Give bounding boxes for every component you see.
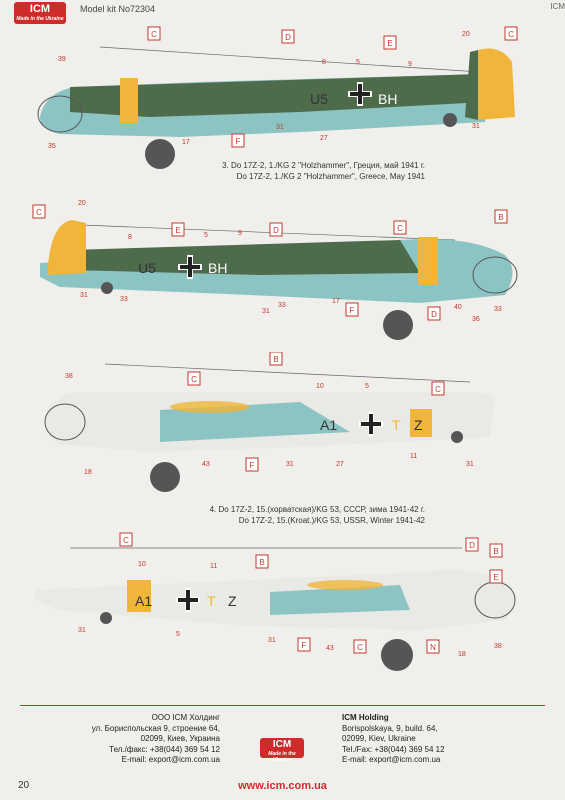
svg-text:40: 40: [454, 304, 462, 311]
svg-text:27: 27: [336, 461, 344, 468]
svg-text:8: 8: [128, 234, 132, 241]
profile-4-callout-boxes: C B D B F C N E: [119, 532, 503, 654]
svg-text:11: 11: [210, 563, 217, 570]
svg-text:N: N: [430, 643, 436, 652]
profile-3-caption: 4. Do 17Z-2, 15.(хорватская)/KG 53, СССР…: [209, 505, 425, 525]
footer-website-link[interactable]: www.icm.com.ua: [238, 780, 327, 792]
svg-text:D: D: [273, 226, 279, 235]
svg-text:D: D: [285, 33, 291, 42]
profile-1-callout-boxes: C D E C F: [147, 26, 518, 148]
svg-text:9: 9: [238, 230, 242, 237]
svg-text:18: 18: [84, 469, 92, 476]
svg-text:F: F: [350, 306, 355, 315]
svg-text:43: 43: [202, 461, 210, 468]
svg-text:C: C: [435, 385, 441, 394]
profile-4-code-a: A1: [135, 593, 152, 609]
svg-text:11: 11: [410, 453, 417, 460]
profile-4-callout-numbers: 10 11 31 5 31 43 18 38: [78, 561, 502, 658]
svg-text:B: B: [259, 558, 264, 567]
svg-text:20: 20: [78, 200, 86, 207]
profile-1-callout-numbers: 39 35 17 31 27 8 5 9 20 31: [48, 31, 480, 150]
profile-3-left-side: A1 T Z B C C F 38 18 43 10 5 27 11 31 31: [44, 352, 495, 492]
svg-text:20: 20: [462, 31, 470, 38]
svg-text:8: 8: [322, 59, 326, 66]
svg-text:C: C: [397, 224, 403, 233]
svg-text:31: 31: [80, 292, 88, 299]
svg-text:B: B: [498, 213, 503, 222]
svg-text:D: D: [431, 310, 437, 319]
svg-text:5: 5: [365, 383, 369, 390]
profile-4-code-c: Z: [228, 593, 237, 609]
svg-text:31: 31: [78, 627, 86, 634]
svg-text:33: 33: [278, 302, 286, 309]
svg-text:33: 33: [494, 306, 502, 313]
page-number: 20: [18, 780, 30, 791]
svg-text:D: D: [469, 541, 475, 550]
svg-text:F: F: [236, 137, 241, 146]
svg-text:C: C: [36, 208, 42, 217]
profile-1-code-a: U5: [310, 91, 328, 107]
profile-2-right-side: U5 BH C E D C B F D 20 8 5 9 31 33 31 33…: [32, 200, 518, 340]
svg-text:E: E: [493, 573, 498, 582]
profile-2-code-b: BH: [208, 260, 227, 276]
profile-2-code-a: U5: [138, 260, 156, 276]
svg-text:17: 17: [332, 298, 340, 305]
svg-text:B: B: [273, 355, 278, 364]
svg-text:C: C: [151, 30, 157, 39]
svg-text:38: 38: [65, 373, 73, 380]
svg-text:E: E: [387, 39, 392, 48]
svg-text:B: B: [493, 547, 498, 556]
svg-text:31: 31: [466, 461, 474, 468]
profile-4-right-side: A1 T Z C B D B F C N E 10 11 31 5 31 43 …: [35, 532, 516, 671]
svg-text:C: C: [191, 375, 197, 384]
svg-text:5: 5: [176, 631, 180, 638]
svg-text:35: 35: [48, 143, 56, 150]
svg-text:C: C: [123, 536, 129, 545]
profile-1-caption: 3. Do 17Z-2, 1./KG 2 "Holzhammer", Греци…: [222, 161, 425, 181]
profile-3-code-c: Z: [414, 417, 423, 433]
model-kit-number: Model kit No72304: [80, 4, 156, 14]
page-tag: ICM: [550, 2, 565, 11]
svg-text:10: 10: [138, 561, 146, 568]
svg-text:18: 18: [458, 651, 466, 658]
svg-text:38: 38: [494, 643, 502, 650]
svg-text:C: C: [357, 643, 363, 652]
profile-1-left-side: U5 BH C D E C F 39 35 17 31 27 8 5 9 20 …: [37, 26, 518, 169]
svg-text:10: 10: [316, 383, 324, 390]
svg-text:31: 31: [286, 461, 294, 468]
svg-text:E: E: [175, 226, 180, 235]
svg-text:F: F: [250, 461, 255, 470]
svg-text:31: 31: [268, 637, 276, 644]
profile-3-callout-numbers: 38 18 43 10 5 27 11 31 31: [65, 373, 474, 476]
svg-text:17: 17: [182, 139, 190, 146]
svg-text:31: 31: [472, 123, 480, 130]
svg-text:5: 5: [204, 232, 208, 239]
profile-4-code-b: T: [207, 593, 216, 609]
profile-2-callout-numbers: 20 8 5 9 31 33 31 33 17 40 36 33: [78, 200, 502, 323]
svg-text:43: 43: [326, 645, 334, 652]
profile-3-code-b: T: [392, 417, 401, 433]
svg-text:5: 5: [356, 59, 360, 66]
svg-text:36: 36: [472, 316, 480, 323]
svg-text:33: 33: [120, 296, 128, 303]
svg-text:F: F: [302, 641, 307, 650]
svg-text:C: C: [508, 30, 514, 39]
svg-text:27: 27: [320, 135, 328, 142]
profile-3-code-a: A1: [320, 417, 337, 433]
footer-divider: [20, 705, 545, 706]
svg-text:31: 31: [276, 124, 284, 131]
profile-3-callout-boxes: B C C F: [187, 352, 445, 472]
profile-2-callout-boxes: C E D C B F D: [32, 204, 508, 321]
svg-text:31: 31: [262, 308, 270, 315]
svg-text:9: 9: [408, 61, 412, 68]
svg-text:39: 39: [58, 56, 66, 63]
profile-1-code-b: BH: [378, 91, 397, 107]
